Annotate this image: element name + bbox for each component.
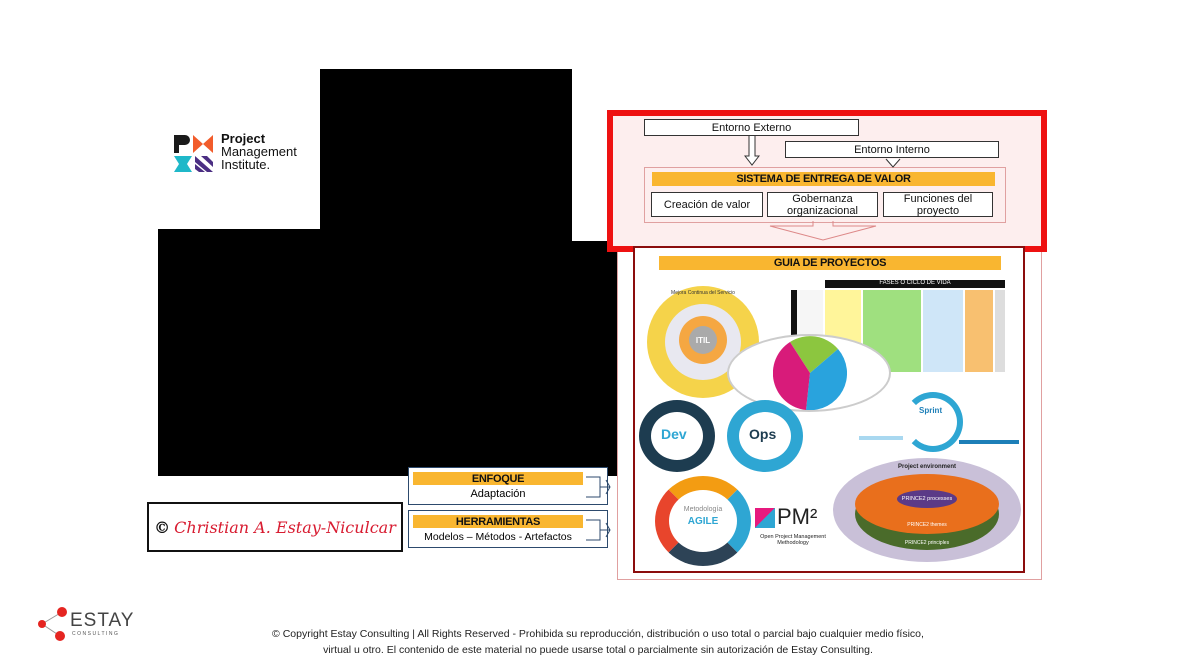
sistema-item: Funciones del proyecto bbox=[883, 192, 993, 217]
footer-line1: © Copyright Estay Consulting | All Right… bbox=[272, 628, 924, 640]
arrow-down-icon bbox=[769, 221, 877, 241]
agile-image: Metodología AGILE bbox=[655, 476, 751, 566]
pmi-logo: Project Management Institute. bbox=[173, 132, 313, 177]
arrow-down-icon bbox=[744, 136, 760, 166]
entorno-externo: Entorno Externo bbox=[644, 119, 859, 136]
guia-title: GUIA DE PROYECTOS bbox=[659, 256, 1001, 270]
bracket-arrow-icon bbox=[586, 476, 611, 541]
guide-frame: GUIA DE PROYECTOS ITIL Mejora Continua d… bbox=[633, 246, 1025, 573]
pm2-logo: PM² Open Project Management Methodology bbox=[755, 504, 835, 564]
entorno-interno: Entorno Interno bbox=[785, 141, 999, 158]
copyright-symbol: © bbox=[154, 517, 171, 537]
prince2-image: Project environment PRINCE2 processes PR… bbox=[833, 458, 1021, 562]
competences-image bbox=[727, 334, 891, 412]
estay-sub: CONSULTING bbox=[72, 631, 120, 637]
herramientas-box: HERRAMIENTAS Modelos – Métodos - Artefac… bbox=[408, 510, 608, 548]
enfoque-title: ENFOQUE bbox=[413, 472, 583, 485]
sistema-title: SISTEMA DE ENTREGA DE VALOR bbox=[652, 172, 995, 186]
estay-logo-mark bbox=[38, 607, 67, 641]
redacted-block bbox=[320, 69, 572, 241]
pmi-line2: Management bbox=[221, 144, 297, 159]
herramientas-value: Modelos – Métodos - Artefactos bbox=[424, 531, 572, 543]
itil-label: ITIL bbox=[689, 326, 717, 354]
herramientas-title: HERRAMIENTAS bbox=[413, 515, 583, 528]
pmi-line3: Institute. bbox=[221, 157, 271, 172]
redacted-block bbox=[158, 229, 572, 476]
enfoque-box: ENFOQUE Adaptación bbox=[408, 467, 608, 505]
estay-logo: ESTAY CONSULTING bbox=[34, 606, 149, 642]
sistema-item: Creación de valor bbox=[651, 192, 763, 217]
pmi-line1: Project bbox=[221, 131, 266, 146]
pmi-logo-mark bbox=[174, 135, 213, 172]
devops-image: Dev Ops bbox=[639, 400, 807, 476]
estay-name: ESTAY bbox=[70, 610, 135, 631]
signature-box: © Christian A. Estay-Niculcar bbox=[147, 502, 403, 552]
redacted-block bbox=[572, 241, 620, 476]
sprint-image: Sprint bbox=[859, 384, 1023, 468]
sistema-item: Gobernanza organizacional bbox=[767, 192, 878, 217]
footer-line2: virtual u otro. El contenido de este mat… bbox=[323, 644, 873, 656]
enfoque-value: Adaptación bbox=[470, 488, 526, 500]
itil-image: ITIL Mejora Continua del Servicio bbox=[647, 286, 759, 398]
signature-name: Christian A. Estay-Niculcar bbox=[174, 517, 396, 537]
arrow-down-icon bbox=[885, 158, 901, 168]
